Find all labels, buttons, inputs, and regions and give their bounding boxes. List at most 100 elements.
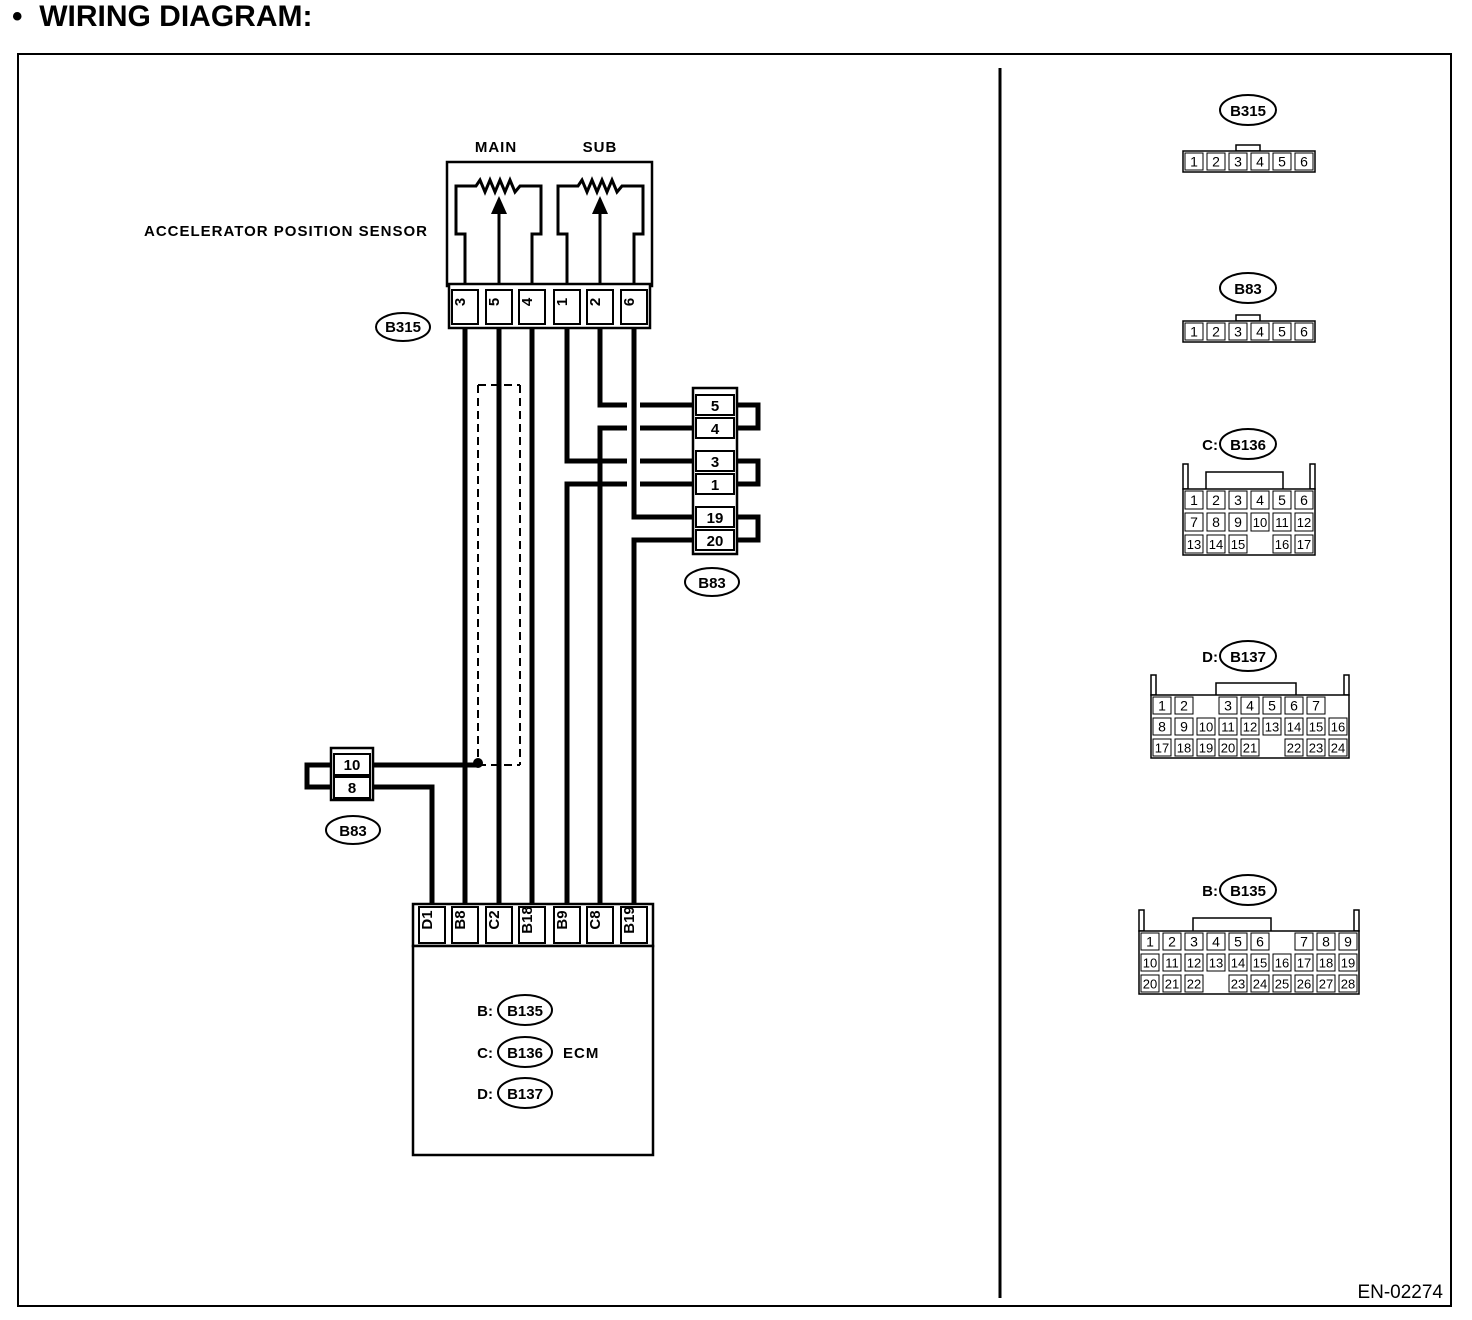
view-pin-label: 9 (1344, 934, 1352, 950)
view-id: B83 (1234, 281, 1262, 298)
wire-sensor6 (631, 328, 693, 520)
view-pin-cell (1152, 717, 1172, 736)
b83-right-pin-label: 19 (707, 510, 724, 527)
view-pin-label: 10 (1143, 956, 1157, 971)
sensor-pin-label: 3 (452, 298, 469, 306)
b83-right-pin-label: 1 (711, 477, 719, 494)
view-pin-label: 5 (1234, 934, 1242, 950)
ecm-pin-label: C8 (587, 910, 604, 929)
view-pin-label: 6 (1300, 324, 1308, 340)
view-prefix: B: (1202, 883, 1218, 900)
view-pin-cell (1328, 717, 1348, 736)
view-pin-label: 24 (1253, 977, 1267, 992)
sensor-pin-block (447, 282, 652, 330)
view-pin-cell (1294, 953, 1314, 972)
view-pin-label: 5 (1278, 492, 1286, 508)
view-pin-label: 4 (1256, 154, 1264, 170)
view-pin-label: 9 (1180, 719, 1188, 735)
view-pin-cell (1184, 953, 1204, 972)
view-id: B315 (1230, 103, 1266, 120)
ecm-pin-label: C2 (486, 910, 503, 929)
view-pin-cell (1228, 953, 1248, 972)
view-latch (1192, 917, 1272, 931)
view-pin-label: 3 (1190, 934, 1198, 950)
view-pin-cell (1294, 512, 1314, 532)
sensor-pin-cell (586, 289, 614, 325)
view-pin-label: 14 (1231, 956, 1245, 971)
view-tab (1138, 909, 1145, 932)
view-pin-cell (1316, 932, 1336, 951)
view-pin-label: 10 (1253, 515, 1267, 530)
view-pin-label: 4 (1246, 698, 1254, 714)
b83-left-pin: 8 (348, 780, 356, 797)
view-pin-cell (1228, 152, 1248, 171)
view-pin-cell (1218, 738, 1238, 757)
b83-left-label: B83 (339, 823, 367, 840)
b83-jumper-5-4 (737, 402, 761, 431)
view-pin-cell (1338, 932, 1358, 951)
b83-right-pin-cell (695, 506, 735, 528)
view-pin-label: 14 (1209, 537, 1223, 552)
view-pin-cell (1184, 534, 1204, 554)
view-pin-label: 14 (1287, 720, 1301, 735)
view-pin-cell (1262, 717, 1282, 736)
view-pin-cell (1338, 974, 1358, 993)
sub-label: SUB (583, 139, 618, 156)
view-pin-label: 18 (1177, 741, 1191, 756)
view-pin-label: 13 (1209, 956, 1223, 971)
view-pin-label: 4 (1256, 324, 1264, 340)
view-pin-cell (1294, 534, 1314, 554)
view-pin-label: 6 (1290, 698, 1298, 714)
b83-right-pin-cell (695, 417, 735, 439)
view-pin-cell (1228, 512, 1248, 532)
b83-left-pin: 10 (344, 757, 361, 774)
view-pin-cell (1140, 932, 1160, 951)
view-prefix: D: (1202, 649, 1218, 666)
ecm-connector-oval (497, 1036, 553, 1068)
view-pin-label: 3 (1234, 154, 1242, 170)
b83-left-connector: 10 8 B83 (304, 746, 381, 845)
view-pin-cell (1250, 974, 1270, 993)
view-pin-cell (1294, 152, 1314, 171)
view-tab (1150, 674, 1157, 696)
view-pin-cell (1294, 974, 1314, 993)
view-pin-cell (1184, 932, 1204, 951)
view-oval (1219, 874, 1277, 906)
view-pin-label: 4 (1212, 934, 1220, 950)
b83-right-pin-cell (695, 394, 735, 416)
ecm-pin-cell (418, 906, 446, 944)
ecm-pin-cell (451, 906, 479, 944)
view-pin-label: 3 (1224, 698, 1232, 714)
ecm-connector-oval (497, 994, 553, 1026)
view-pin-cell (1250, 953, 1270, 972)
view-pin-label: 2 (1212, 324, 1220, 340)
view-pin-cell (1228, 534, 1248, 554)
view-pin-cell (1316, 953, 1336, 972)
view-pin-label: 6 (1300, 154, 1308, 170)
wire-sensor1-top (564, 328, 627, 464)
view-pin-cell (1272, 490, 1292, 510)
view-pin-cell (1184, 974, 1204, 993)
view-pin-label: 11 (1165, 956, 1179, 971)
sensor-name: ACCELERATOR POSITION SENSOR (144, 223, 428, 240)
view-pin-label: 25 (1275, 977, 1289, 992)
page-heading: • WIRING DIAGRAM: (12, 0, 312, 34)
heading-bullet: • (12, 0, 23, 33)
view-pin-label: 8 (1322, 934, 1330, 950)
b83-left-jumper (304, 762, 331, 790)
view-pin-cell (1206, 953, 1226, 972)
view-pin-cell (1306, 717, 1326, 736)
view-tab (1353, 909, 1360, 932)
view-pin-label: 23 (1309, 741, 1323, 756)
main-wiper-arrow (491, 196, 507, 214)
ecm-connector-id: B137 (507, 1086, 543, 1103)
b83-right-pin-label: 5 (711, 398, 719, 415)
sensor-pin-cell (485, 289, 513, 325)
view-pin-label: 17 (1155, 741, 1169, 756)
view-pin-label: 8 (1158, 719, 1166, 735)
view-pin-label: 6 (1300, 492, 1308, 508)
view-pin-cell (1284, 717, 1304, 736)
